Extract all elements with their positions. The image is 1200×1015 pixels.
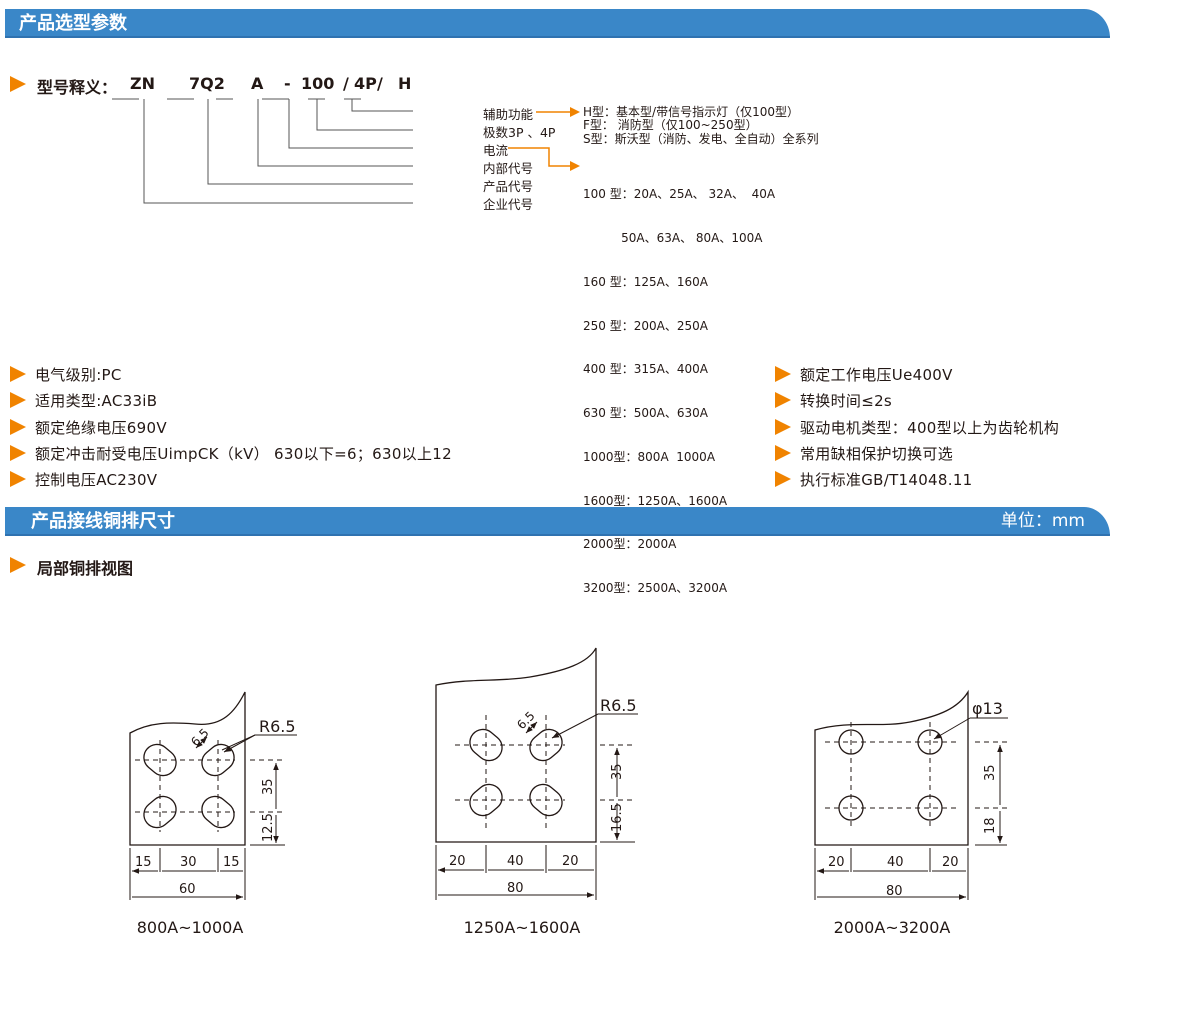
drawing-caption: 1250A~1600A [464,918,581,937]
dim-label: 80 [886,884,903,899]
spec-item: 执行标准GB/T14048.11 [800,471,973,489]
spec-item: 额定冲击耐受电压UimpCK（kV） 630以下=6；630以上12 [35,445,452,463]
code-part: 7Q2 [189,74,225,93]
spec-item: 驱动电机类型：400型以上为齿轮机构 [800,419,1060,437]
model-label: 型号释义： [37,78,118,97]
section-title: 局部铜排视图 [37,559,134,578]
function-item: H型：基本型/带信号指示灯（仅100型） [583,105,799,119]
bullet-arrow-icon [10,471,26,487]
dim-label: 15 [135,855,152,870]
bullet-arrow-icon [775,419,791,435]
dim-label: 12.5 [261,813,276,842]
radius-label: R6.5 [600,696,637,715]
dim-label: 40 [887,855,904,870]
dim-label: 20 [828,855,845,870]
current-item: 1000型：800A 1000A [583,449,716,464]
code-part: H [398,74,412,93]
busbar-drawing-1250-1600 [436,647,638,900]
meaning-item: 产品代号 [483,179,534,194]
bullet-arrow-icon [10,445,26,461]
current-item: 3200型：2500A、3200A [583,581,728,596]
meaning-item: 内部代号 [483,161,534,176]
current-list: 100 型：20A、25A、 32A、 40A 50A、63A、 80A、100… [583,158,775,610]
current-item: 250 型：200A、250A [583,318,708,333]
bullet-arrow-icon [10,557,26,573]
current-item: 2000型：2000A [583,537,677,552]
function-item: S型：斯沃型（消防、发电、全自动）全系列 [583,131,819,146]
meaning-item: 电流 [483,143,509,158]
dim-label: 30 [180,855,197,870]
dim-label: 80 [507,881,524,896]
meaning-item: 企业代号 [483,197,534,212]
dim-label: 35 [610,763,625,780]
bullet-arrow-icon [775,471,791,487]
dim-label: 20 [562,854,579,869]
code-part: A [251,74,264,93]
spec-item: 额定工作电压Ue400V [800,366,953,384]
code-part: / [343,74,349,93]
busbar-drawings: R6.5 6.5 35 12.5 15 30 15 60 800A~1000A … [0,647,1008,937]
dim-label: 20 [449,854,466,869]
bullet-arrow-icon [10,366,26,382]
code-part: 100 [301,74,335,93]
spec-item: 转换时间≤2s [800,392,893,410]
meaning-item: 极数3P 、4P [483,125,556,140]
banner-title: 产品接线铜排尺寸 [31,511,175,532]
function-list: H型：基本型/带信号指示灯（仅100型） F型： 消防型（仅100~250型） … [583,105,819,146]
dim-label: 20 [942,855,959,870]
code-part: 4P [354,74,377,93]
section-banner-busbar: 产品接线铜排尺寸 单位：mm [5,507,1110,536]
banner-title: 产品选型参数 [19,13,127,34]
drawing-caption: 2000A~3200A [834,918,951,937]
section-banner-selection: 产品选型参数 [5,9,1110,38]
spec-item: 控制电压AC230V [35,471,158,489]
spec-item: 常用缺相保护切换可选 [800,445,954,463]
current-item: 160 型：125A、160A [583,274,708,289]
dim-label: 40 [507,854,524,869]
dim-label: 18 [983,817,998,834]
code-part: ZN [130,74,155,93]
slot-label: 6.5 [188,726,211,749]
dim-label: 35 [261,778,276,795]
current-item: 400 型：315A、400A [583,362,708,377]
radius-label: R6.5 [259,717,296,736]
unit-label: 单位：mm [1000,511,1085,531]
current-item: 100 型：20A、25A、 32A、 40A [583,187,776,202]
busbar-drawing-2000-3200 [815,689,1008,900]
current-item: 630 型：500A、630A [583,406,708,421]
dim-label: 35 [983,764,998,781]
bullet-arrow-icon [10,392,26,408]
function-item: F型： 消防型（仅100~250型） [583,118,758,133]
code-part: / [377,74,383,93]
spec-item: 额定绝缘电压690V [35,419,167,437]
model-leader-lines [112,98,580,204]
bullet-arrow-icon [775,445,791,461]
current-item: 50A、63A、 80A、100A [583,230,763,245]
drawing-caption: 800A~1000A [137,918,244,937]
dim-label: 16.5 [610,803,625,832]
meaning-item: 辅助功能 [483,107,534,122]
model-meanings: 辅助功能 极数3P 、4P 电流 内部代号 产品代号 企业代号 [483,106,555,214]
dim-label: 60 [179,882,196,897]
diameter-label: φ13 [972,699,1003,718]
current-item: 1600型：1250A、1600A [583,493,728,508]
bullet-arrow-icon [775,366,791,382]
dim-label: 15 [223,855,240,870]
spec-item: 电气级别:PC [35,366,122,384]
spec-item: 适用类型:AC33iB [35,392,158,410]
busbar-drawing-800-1000 [130,691,297,900]
bullet-arrow-icon [10,76,26,92]
bullet-arrow-icon [10,419,26,435]
code-part: - [284,74,291,93]
bullet-arrow-icon [775,392,791,408]
slot-label: 6.5 [514,709,537,732]
